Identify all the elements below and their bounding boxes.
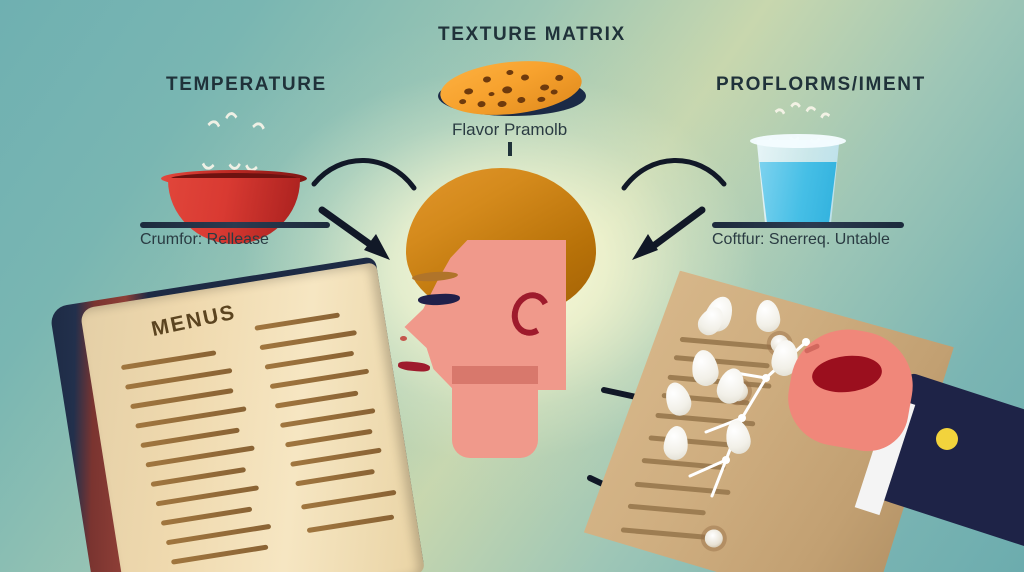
nostril [400, 336, 407, 341]
menu-text-line [295, 468, 375, 487]
cookie-chip [520, 74, 530, 81]
steam-wisp-3 [239, 120, 271, 174]
label-proflorms: PROFLORMS/IMENT [716, 74, 926, 95]
menu-text-line [135, 406, 247, 429]
caption-crumfor: Crumfor: Rellease [140, 231, 269, 248]
menu-text-line [140, 427, 240, 449]
menu-text-line [160, 506, 253, 526]
arrow-right-arc [621, 158, 727, 191]
shelf-right [712, 222, 904, 228]
menu-text-line [269, 368, 370, 390]
menu-text-line [264, 350, 355, 370]
steam-wisp-2 [220, 111, 246, 171]
cookie [437, 54, 585, 122]
menu-text-line [279, 408, 376, 429]
glass-rim [750, 134, 846, 148]
menu-text-line [274, 390, 359, 409]
cookie-chip [550, 89, 558, 95]
herb-sprig [688, 338, 810, 498]
menu-text-line [130, 388, 234, 410]
menu-text-line [259, 329, 358, 351]
cookie-chip [537, 96, 546, 103]
menu-text-line [284, 428, 373, 448]
cookie-chip [501, 85, 513, 94]
arrow-left-arc [311, 158, 417, 191]
menu-text-line [155, 485, 260, 507]
cookie-chip [539, 84, 550, 91]
menu-text-line [165, 523, 272, 546]
glass-water [759, 162, 837, 222]
cookie-chip [497, 100, 507, 108]
lips [397, 360, 431, 373]
label-temperature: TEMPERATURE [166, 74, 327, 95]
cookie-chip [458, 98, 467, 105]
menu-text-line [170, 544, 269, 565]
neck-shadow [452, 366, 538, 384]
center-tick [508, 142, 512, 156]
caption-coftfur: Coftfur: Snerreq. Untable [712, 231, 890, 248]
menu-text-line [150, 467, 247, 487]
menu-book[interactable]: MENUS [49, 256, 425, 572]
cookie-chip [517, 96, 526, 104]
menu-text-line [300, 489, 397, 510]
steam-wisp-1 [196, 118, 226, 172]
menu-page: MENUS [79, 262, 425, 572]
menu-text-line [124, 367, 233, 390]
cookie-chip [488, 91, 495, 97]
menu-text-line [306, 514, 395, 534]
cookie-chip [463, 87, 474, 95]
shelf-left [140, 222, 330, 228]
cookie-chip [506, 69, 514, 76]
cookie-chip [482, 76, 492, 83]
menu-heading: MENUS [149, 300, 239, 341]
menu-text-line [120, 350, 217, 371]
menu-text-line [254, 312, 341, 331]
arrow-left-straight [318, 206, 390, 260]
sleeve-button [936, 428, 958, 450]
menu-text-line [290, 447, 382, 467]
arrow-right-straight [632, 206, 706, 260]
cookie-chip [477, 100, 486, 108]
cookie-chip [554, 74, 564, 82]
label-texture-matrix: TEXTURE MATRIX [438, 24, 626, 45]
menu-text-line [145, 445, 255, 468]
caption-flavor-pramolb: Flavor Pramolb [452, 120, 568, 139]
